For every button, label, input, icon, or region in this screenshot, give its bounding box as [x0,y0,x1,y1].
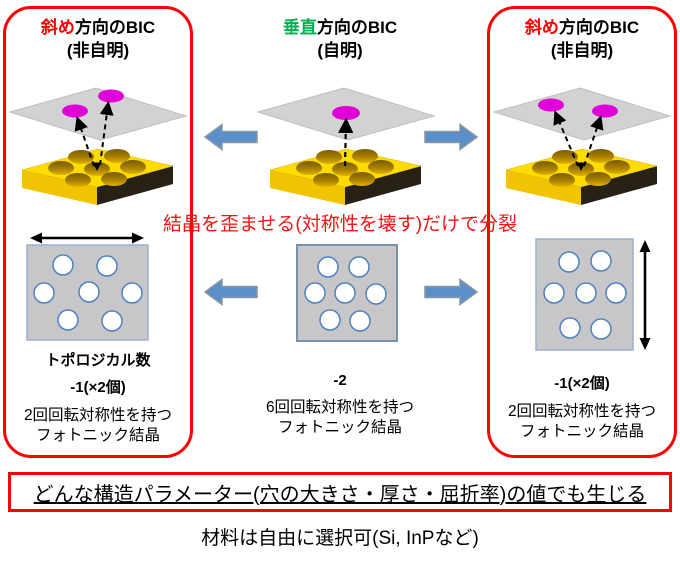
dashed-emission-arrow [74,116,95,167]
right-title-subtitle: (非自明) [550,41,614,60]
center-bic-illustration [257,87,435,206]
block-arrow-left-icon [204,278,258,306]
right-column-caption: -1(×2個) 2回回転対称性を持つ フォトニック結晶 [489,349,675,442]
left-bic-illustration [9,87,187,206]
right-bic-illustration [493,87,671,206]
bic-dot [332,106,360,120]
left-lattice-diagram [26,232,149,341]
topology-value: -1(×2個) [554,375,610,392]
left-title-rest: 方向のBIC [74,18,156,37]
center-title-highlight: 垂直 [282,18,317,37]
radiation-plane [493,87,671,141]
bic-dot [98,89,124,103]
left-title-subtitle: (非自明) [66,41,130,60]
parameter-statement: どんな構造パラメーター(穴の大きさ・厚さ・屈折率)の値でも生じる [33,483,647,506]
vertical-double-arrow-icon [639,240,651,350]
center-column-title: 垂直方向のBIC (自明) [245,16,435,62]
right-column-title: 斜め方向のBIC (非自明) [489,16,675,62]
block-arrow-left-icon [204,123,258,151]
lattice-holes [304,256,387,332]
bic-dot [592,104,618,118]
down-arrowhead [577,163,585,171]
dashed-emission-arrow [99,101,114,166]
radiation-plane [9,87,187,141]
lattice-holes [33,254,143,332]
dashed-emission-arrow [553,110,579,167]
photonic-crystal-slab [269,148,422,206]
topology-label [489,349,675,366]
center-column-caption: -2 6回回転対称性を持つ フォトニック結晶 [245,349,435,438]
crystal-label: フォトニック結晶 [277,419,402,436]
horizontal-double-arrow-icon [30,232,144,244]
center-lattice-diagram [296,244,398,342]
lattice-holes [543,250,627,340]
topology-label: トポロジカル数 [45,352,151,369]
right-title-highlight: 斜め [524,18,559,37]
topology-value: -2 [333,372,347,389]
parameter-statement-box: どんな構造パラメーター(穴の大きさ・厚さ・屈折率)の値でも生じる [8,472,672,512]
photonic-crystal-slab [21,148,174,206]
block-arrow-right-icon [424,278,478,306]
topology-label [245,349,435,366]
left-column-caption: トポロジカル数 -1(×2個) 2回回転対称性を持つ フォトニック結晶 [5,349,191,446]
dashed-emission-arrow [338,117,354,167]
block-arrow-right-icon [424,123,478,151]
right-highlight-box [487,6,677,458]
photonic-crystal-slab [505,148,658,206]
symmetry-description: 2回回転対称性を持つ [507,403,657,420]
center-title-rest: 方向のBIC [316,18,398,37]
topology-value: -1(×2個) [70,379,126,396]
down-arrowhead [93,163,101,171]
left-column-title: 斜め方向のBIC (非自明) [5,16,191,62]
left-title-line1: 斜め方向のBIC [5,16,191,39]
symmetry-description: 2回回転対称性を持つ [23,407,173,424]
left-title-highlight: 斜め [40,18,75,37]
bic-dot [538,98,564,112]
right-title-line1: 斜め方向のBIC [489,16,675,39]
material-note: 材料は自由に選択可(Si, InPなど) [201,528,479,549]
center-title-line1: 垂直方向のBIC [245,16,435,39]
right-title-rest: 方向のBIC [558,18,640,37]
symmetry-description: 6回回転対称性を持つ [265,399,415,416]
bic-dot [62,104,88,118]
crystal-label: フォトニック結晶 [35,427,160,444]
crystal-label: フォトニック結晶 [519,423,644,440]
center-title-subtitle: (自明) [317,41,363,60]
left-highlight-box [3,6,193,458]
right-lattice-diagram [535,238,651,351]
symmetry-breaking-note: 結晶を歪ませる(対称性を壊す)だけで分裂 [162,214,518,235]
